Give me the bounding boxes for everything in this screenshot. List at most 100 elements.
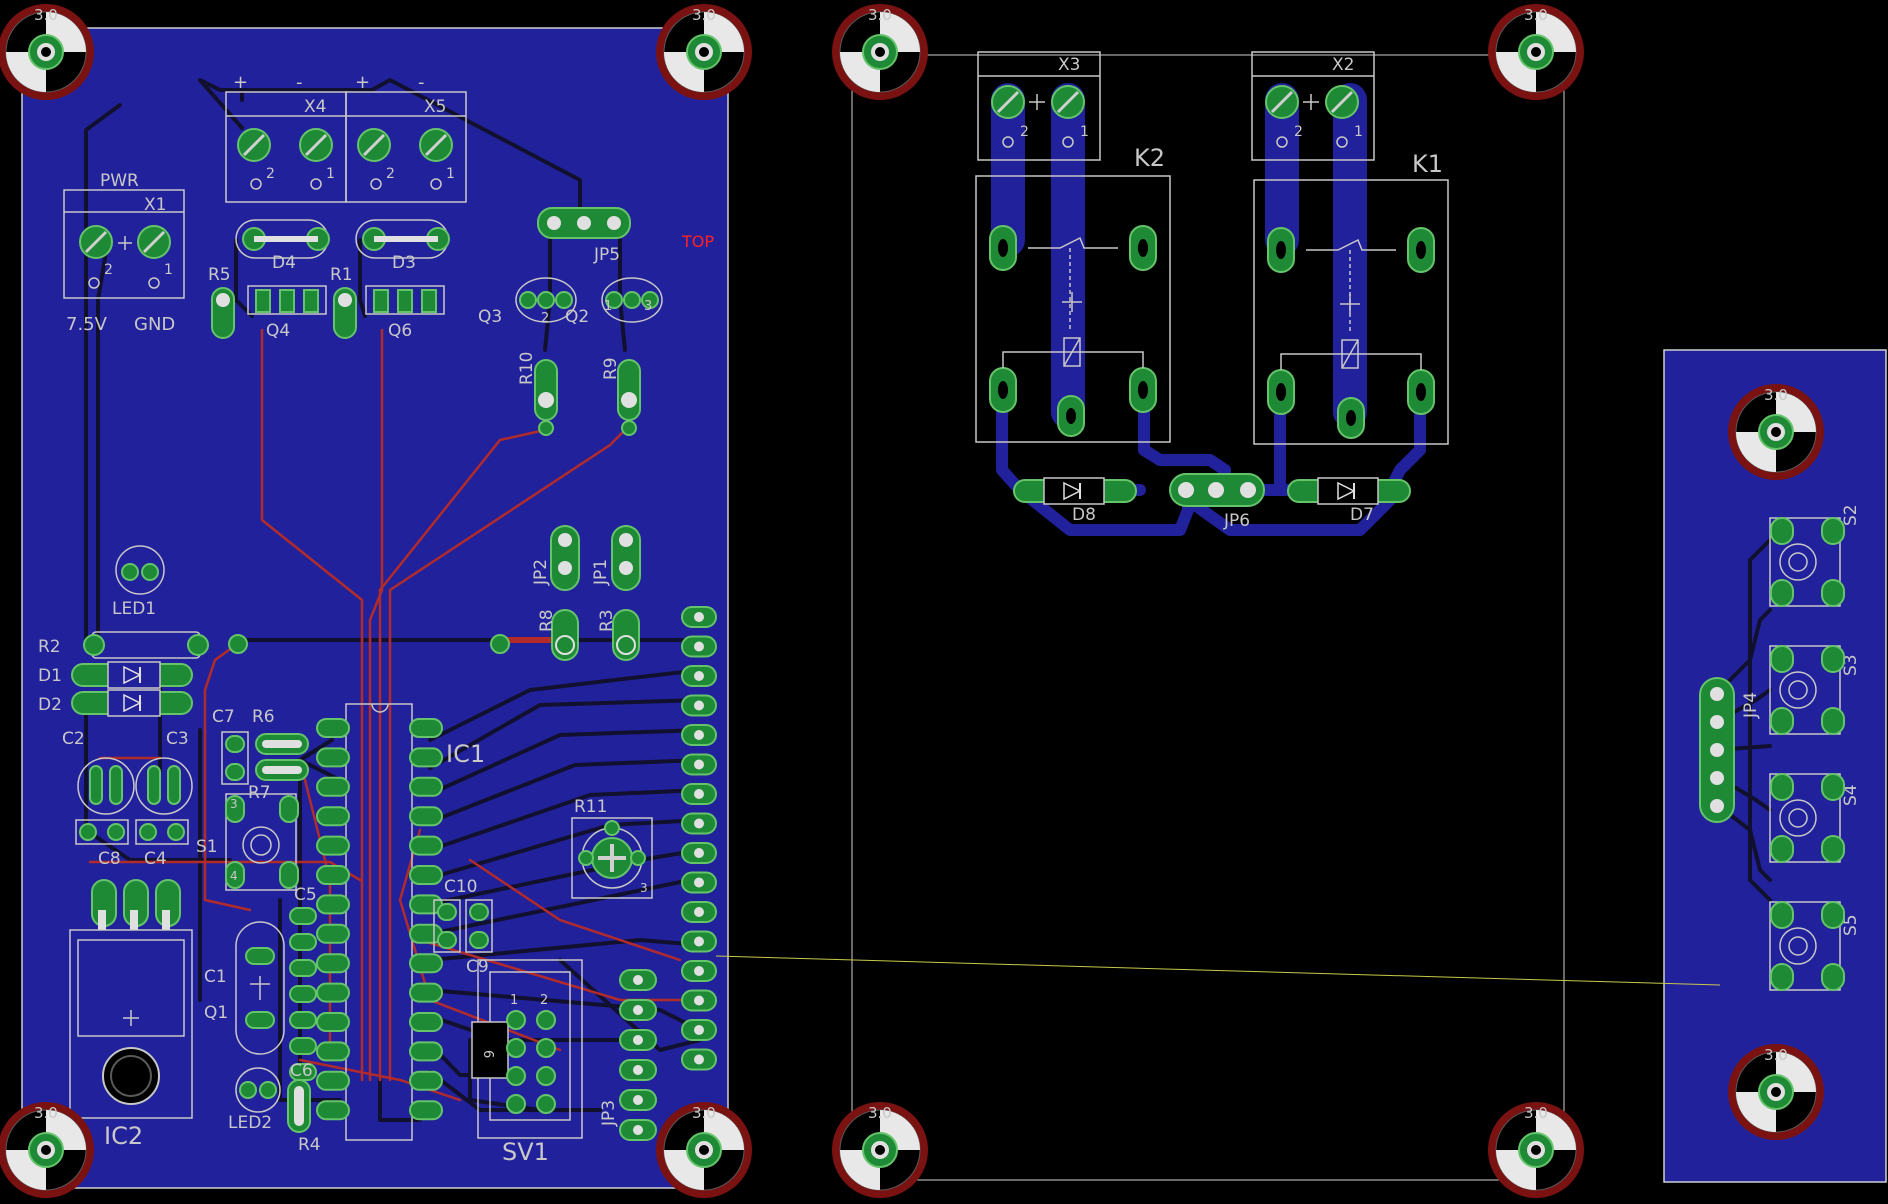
capacitor-c8: C8	[75, 819, 129, 869]
transistor-q3: 2 Q3	[478, 277, 577, 327]
jp2-label: JP2	[531, 559, 551, 586]
hole-size-label: 3.0	[692, 6, 716, 24]
c10-label: C10	[444, 877, 478, 897]
x5-pin1-label: 1	[446, 166, 455, 182]
ic1-pin	[316, 747, 350, 768]
r5-label: R5	[208, 265, 231, 285]
jp6-label: JP6	[1223, 511, 1250, 531]
mounting-hole: 3.0	[0, 1102, 94, 1198]
x2-name-label: X2	[1332, 55, 1354, 75]
hole-size-label: 3.0	[868, 1104, 892, 1122]
edge-header	[681, 606, 717, 1071]
led-led2: LED2	[228, 1067, 281, 1133]
x2-pin2: 2	[1294, 124, 1303, 140]
s3-label: S3	[1841, 654, 1861, 676]
transistor-q6: Q6	[365, 285, 445, 341]
relay-board: X3 2 1 X2 2 1	[851, 51, 1565, 1181]
mounting-hole: 3.0	[1728, 384, 1824, 480]
d2-label: D2	[38, 695, 62, 715]
c4-label: C4	[144, 849, 167, 869]
x4-name-label: X4	[304, 97, 326, 117]
connector-x3: X3 2 1	[977, 51, 1101, 161]
connector-x4: + - X4 2 1	[225, 72, 347, 203]
hole-size-label: 3.0	[1764, 386, 1788, 404]
x1-function-label: PWR	[100, 171, 139, 191]
ic1-pin	[409, 1012, 443, 1032]
sv1-pin	[536, 1010, 556, 1030]
crystal-q1: C1 Q1	[204, 921, 285, 1055]
r11-pin3: 3	[640, 881, 648, 895]
ic1-pin	[316, 1041, 350, 1062]
r2-label: R2	[38, 637, 61, 657]
jumper-jp4: JP4	[1699, 677, 1761, 823]
header-sv1: 1 2 6 SV1	[471, 959, 583, 1166]
c5-pad	[289, 907, 317, 925]
r7-label: R7	[248, 783, 271, 803]
top-layer-tag: TOP	[681, 232, 714, 251]
q4-label: Q4	[266, 321, 290, 341]
r6-label: R6	[252, 707, 275, 727]
tactile-switch	[1769, 645, 1845, 735]
led2-label: LED2	[228, 1113, 272, 1133]
x4-plus-label: +	[233, 72, 248, 93]
air-wire	[715, 955, 1721, 986]
capacitor-c10: C10	[433, 877, 478, 953]
q3-label: Q3	[478, 307, 502, 327]
sv1-pin	[506, 1038, 526, 1058]
r4-label: R4	[298, 1135, 321, 1155]
relay-k2: K2	[975, 144, 1171, 443]
c6-label: C6	[290, 1061, 313, 1081]
main-board: PWR X1 2 1 7.5V GND + - X4 2 1	[21, 27, 729, 1189]
ic1-pin	[316, 953, 350, 974]
jumper-jp3: JP3	[599, 969, 657, 1141]
mounting-hole: 3.0	[656, 1102, 752, 1198]
r3-label: R3	[597, 609, 617, 632]
r11-label: R11	[574, 797, 607, 817]
s2-label: S2	[1841, 504, 1861, 526]
ic1-pin	[409, 982, 443, 1003]
diode-d8: D8	[1013, 477, 1137, 525]
hole-size-label: 3.0	[34, 6, 58, 24]
ic1-pin	[409, 806, 443, 827]
led-led1: LED1	[112, 545, 165, 619]
ic1-label: IC1	[446, 740, 485, 768]
sv1-label: SV1	[502, 1138, 549, 1166]
tactile-switch	[1769, 901, 1845, 991]
diode-d3: D3	[355, 219, 450, 273]
tactile-switch	[1769, 773, 1845, 863]
c5-pad	[289, 985, 317, 1003]
jumper-jp5: JP5	[537, 207, 631, 265]
hole-size-label: 3.0	[1764, 1046, 1788, 1064]
ic1-pin	[409, 718, 443, 738]
ic1-pin	[409, 1100, 443, 1121]
x1-ground-label: GND	[134, 314, 175, 335]
resistor-r5: R5	[208, 265, 235, 339]
c8-label: C8	[98, 849, 121, 869]
resistor-r8: R8	[537, 609, 579, 661]
switch-board: JP4 S2 S3 S4 S5	[1663, 349, 1887, 1183]
r8-label: R8	[537, 609, 557, 632]
d8-label: D8	[1072, 505, 1096, 525]
s4-label: S4	[1841, 784, 1861, 806]
mounting-hole: 3.0	[656, 4, 752, 100]
resistor-r9: R9	[601, 357, 641, 436]
x4-pin2-label: 2	[266, 166, 275, 182]
connector-x1: PWR X1 2 1 7.5V GND	[63, 171, 185, 335]
capacitor-c9: C9	[465, 899, 493, 977]
x1-pin2-label: 2	[104, 262, 113, 278]
x5-plus-label: +	[355, 72, 370, 93]
ic1-pin	[316, 718, 350, 738]
resistor-r6: R6	[252, 707, 309, 755]
sv1-pin6: 6	[480, 1050, 495, 1058]
jp1-label: JP1	[591, 559, 611, 586]
hole-size-label: 3.0	[1524, 6, 1548, 24]
resistor-r3: R3	[597, 609, 640, 661]
ic1-pin	[409, 835, 443, 856]
capacitor-c4: C4	[135, 819, 189, 869]
jumper-jp1: JP1	[591, 525, 641, 591]
ic1-pin	[409, 865, 443, 885]
ic1-pin	[316, 806, 350, 827]
x1-name-label: X1	[144, 195, 166, 215]
resistor-r10: R10	[517, 352, 558, 436]
